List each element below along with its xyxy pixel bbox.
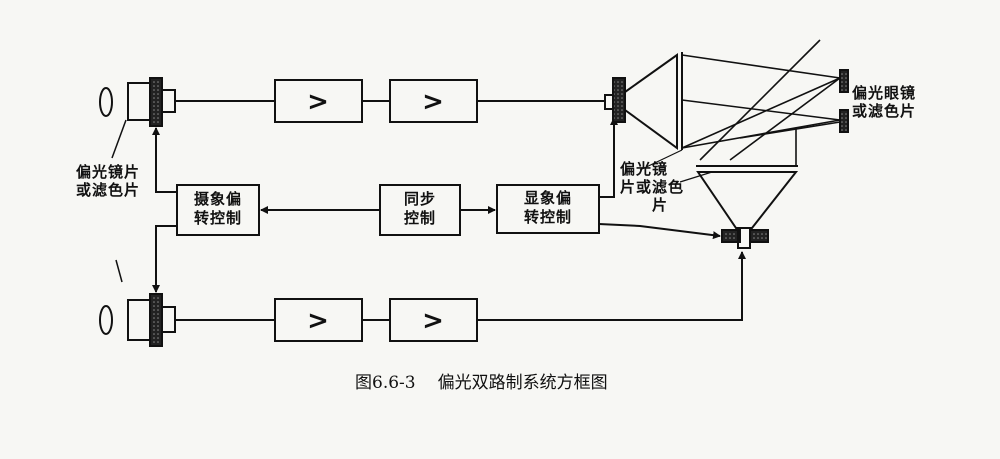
sync-control-line1: 同步 [403,190,436,208]
display-control-line1: 显象偏 [523,189,572,207]
crt-filter-label: 偏光镜 片或滤色 片 [620,160,684,214]
light-rays [681,39,841,166]
camera-control-to-top-filter [152,127,177,193]
figure-caption: 图6.6-3 偏光双路制系统方框图 [355,368,608,393]
top-camera-filter [149,77,163,127]
viewer-glasses-filter-upper [839,69,849,93]
sync-control-label: 同步 控制 [380,190,460,228]
top-amplifier-2-symbol: > [422,87,444,117]
left-filter-label: 偏光镜片 或滤色片 [76,163,140,199]
bottom-crt-filter-right [749,229,769,243]
camera-control-box [176,184,260,236]
figure-title: 偏光双路制系统方框图 [437,373,608,393]
mid-label-leader-2 [679,171,713,183]
crt-filter-label-line3: 片 [652,196,669,214]
top-crt-filter [612,77,626,123]
display-control-to-top-crt-filter [599,117,618,198]
bottom-crt [696,165,799,249]
top-crt [604,52,683,150]
top-eye-lens [99,87,113,117]
bottom-camera-filter [149,293,163,347]
crt-filter-label-line2: 片或滤色 [620,178,685,196]
bottom-crt-filter-left [721,229,741,243]
bottom-crt-cone [696,171,799,229]
viewer-glasses-filter-lower [839,109,849,133]
camera-control-label: 摄象偏 转控制 [177,190,259,228]
camera-control-to-bottom-filter [152,225,177,293]
top-camera [99,77,176,159]
bottom-eye-lens [99,305,113,335]
bottom-amplifier-1-symbol: > [307,306,329,336]
bottom-camera-body [127,299,151,341]
left-filter-label-line1: 偏光镜片 [76,163,141,181]
mid-label-leader-1 [639,149,683,171]
top-leader-line [111,119,127,159]
figure-number: 图6.6-3 [355,373,416,393]
top-crt-cone [624,53,678,150]
bottom-amplifier-2-symbol: > [422,306,444,336]
bottom-crt-neck [737,227,751,249]
camera-control-line2: 转控制 [193,209,242,227]
bottom-signal-line-3 [477,251,746,321]
crt-filter-label-line1: 偏光镜 [620,160,669,178]
display-control-label: 显象偏 转控制 [497,189,599,227]
bottom-camera-lens-housing [162,306,176,333]
viewer-glasses-label: 偏光眼镜 或滤色片 [852,84,916,120]
viewer-glasses-label-line1: 偏光眼镜 [852,84,917,102]
top-amplifier-1-symbol: > [307,87,329,117]
viewer-glasses-label-line2: 或滤色片 [852,102,917,120]
bottom-camera [99,259,176,347]
left-filter-label-line2: 或滤色片 [76,181,141,199]
display-control-to-bottom-crt-filter [598,223,721,240]
display-control-box [496,184,600,234]
display-control-line2: 转控制 [523,208,572,226]
bottom-leader-tick [115,259,123,283]
sync-control-line2: 控制 [403,209,436,227]
camera-control-line1: 摄象偏 [193,190,242,208]
top-camera-lens-housing [162,89,176,113]
top-camera-body [127,82,151,121]
